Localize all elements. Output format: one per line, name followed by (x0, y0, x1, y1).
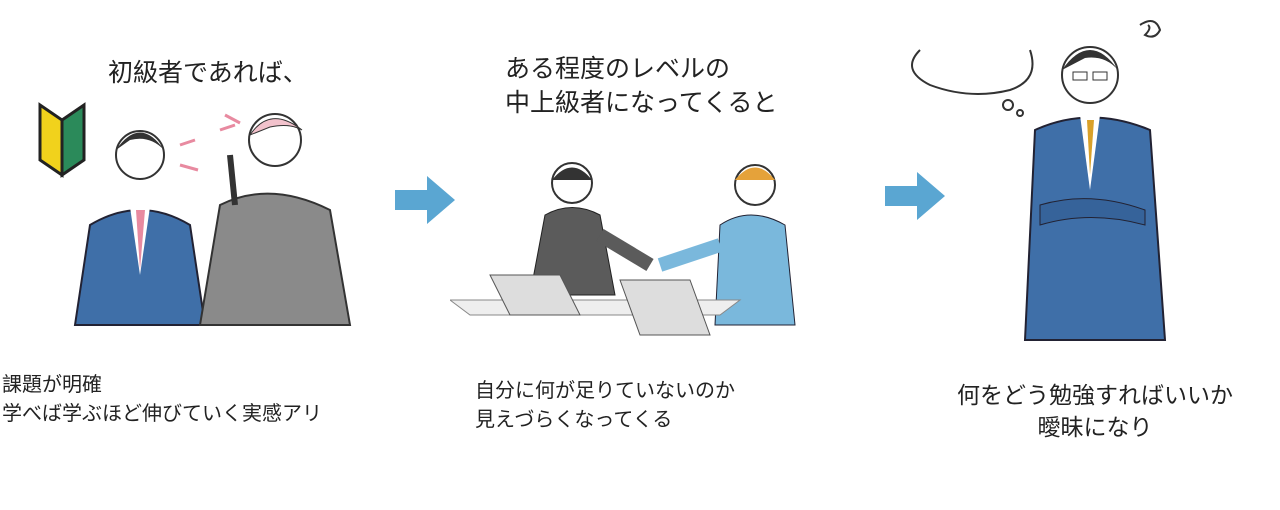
beginner-mark-icon (38, 102, 86, 178)
beginner-illustration (38, 102, 352, 326)
caption-line: 見えづらくなってくる (475, 407, 673, 431)
caption-line: 学べば学ぶほど伸びていく実感アリ (2, 401, 322, 425)
stage2-caption: 自分に何が足りていないのか 見えづらくなってくる (475, 376, 735, 434)
arrow-right-icon (395, 176, 455, 224)
handshake-illustration (450, 162, 796, 336)
stage1-caption: 課題が明確 学べば学ぶほど伸びていく実感アリ (2, 370, 322, 428)
stage3-caption: 何をどう勉強すればいいか 曖昧になり (915, 380, 1275, 444)
caption-line: 曖昧になり (1037, 415, 1153, 441)
caption-line: 課題が明確 (2, 372, 102, 396)
stage1-heading: 初級者であれば、 (108, 58, 308, 87)
thought-bubble-icon (911, 20, 1162, 117)
heading-line: ある程度のレベルの (505, 54, 731, 83)
caption-line: 自分に何が足りていないのか (475, 378, 735, 402)
caption-line: 何をどう勉強すればいいか (957, 383, 1233, 409)
confused-man-illustration (911, 20, 1167, 341)
arrow-right-icon (885, 172, 945, 220)
heading-line: 中上級者になってくると (505, 88, 778, 117)
stage2-heading: ある程度のレベルの 中上級者になってくると (505, 52, 778, 120)
